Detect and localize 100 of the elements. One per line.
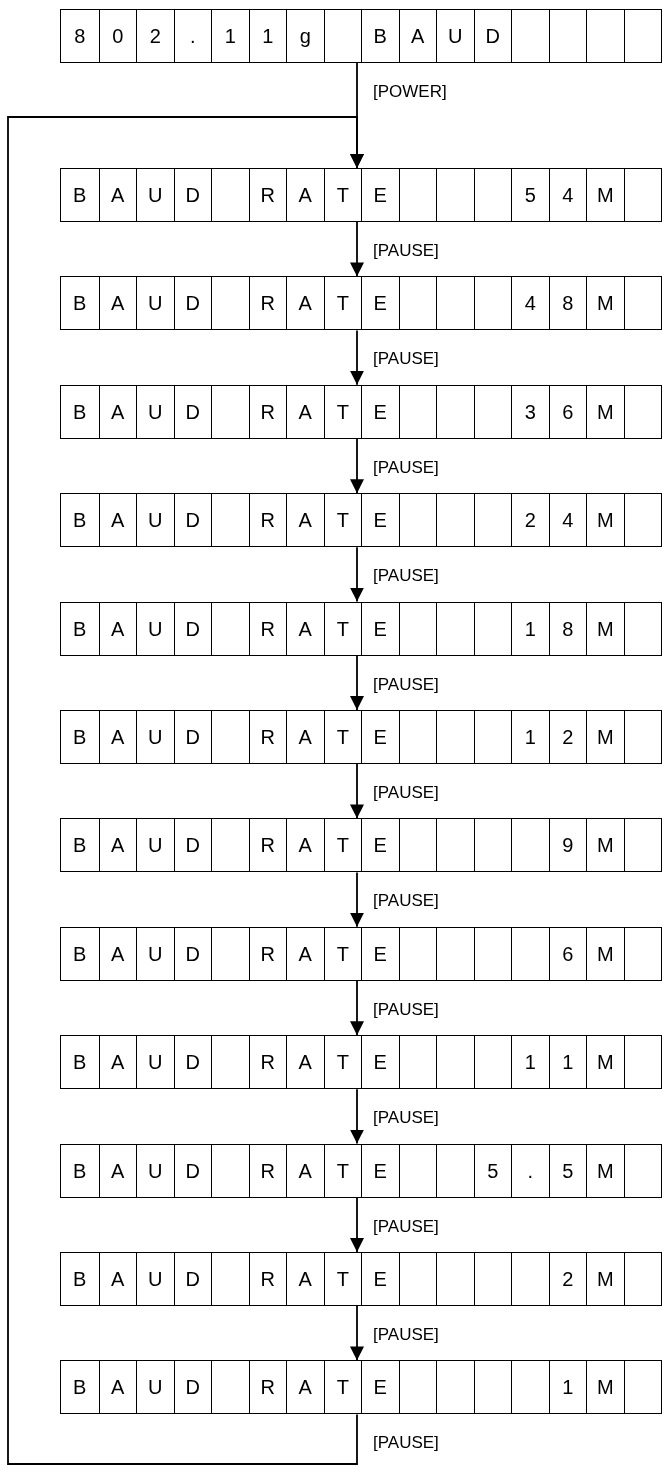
display-character: E: [361, 819, 399, 872]
display-character: R: [248, 602, 286, 655]
display-character: D: [173, 1361, 211, 1414]
display-character: T: [323, 927, 361, 980]
display-character: U: [136, 277, 174, 330]
arrow: [350, 1088, 364, 1145]
display-character: B: [72, 725, 88, 750]
display-character: U: [136, 819, 174, 872]
arrow: [350, 979, 364, 1037]
display-character: T: [323, 277, 361, 330]
arrow: [350, 871, 364, 928]
display-character: B: [72, 1375, 88, 1401]
edge-label: [PAUSE]: [371, 783, 441, 801]
edge-label: [PAUSE]: [371, 1108, 441, 1126]
display-character: D: [173, 385, 211, 438]
display-character: 8: [548, 602, 586, 655]
lcd-display: [60, 493, 662, 548]
display-character: E: [361, 1253, 399, 1305]
edge-label: [PAUSE]: [371, 1325, 441, 1343]
display-character: 5: [548, 1144, 586, 1197]
display-character: A: [286, 169, 324, 221]
display-character: U: [136, 494, 174, 547]
edge-label: [PAUSE]: [371, 1433, 441, 1451]
arrow: [350, 329, 364, 386]
display-character: A: [98, 1253, 136, 1305]
display-character: R: [248, 927, 286, 980]
display-character: R: [248, 169, 286, 221]
lcd-display: [60, 1143, 662, 1198]
display-character: M: [586, 711, 624, 763]
display-character: R: [248, 1361, 286, 1414]
display-character: T: [323, 169, 361, 221]
display-character: B: [72, 508, 88, 534]
lcd-display: [60, 601, 662, 656]
display-character: B: [72, 183, 88, 208]
display-character: 8: [548, 277, 586, 330]
lcd-display: [60, 926, 662, 981]
display-character: 1: [248, 10, 286, 62]
display-character: A: [98, 1036, 136, 1089]
display-character: .: [511, 1144, 549, 1197]
display-character: E: [361, 277, 399, 330]
display-character: R: [248, 494, 286, 547]
display-character: A: [286, 819, 324, 872]
display-character: 4: [548, 494, 586, 547]
display-character: U: [136, 1036, 174, 1089]
arrow: [350, 763, 364, 820]
display-character: U: [136, 711, 174, 763]
display-character: 6: [548, 927, 586, 980]
display-character: B: [72, 941, 88, 967]
display-character: A: [98, 494, 136, 547]
display-character: A: [98, 819, 136, 872]
arrow: [350, 654, 364, 711]
display-character: E: [361, 602, 399, 655]
display-character: M: [586, 1144, 624, 1197]
display-character: B: [72, 616, 88, 642]
arrow: [7, 116, 364, 1465]
display-character: A: [98, 927, 136, 980]
display-character: R: [248, 711, 286, 763]
display-character: 4: [511, 277, 549, 330]
display-character: U: [136, 602, 174, 655]
display-character: E: [361, 927, 399, 980]
display-character: U: [136, 1361, 174, 1414]
display-character: U: [136, 385, 174, 438]
display-character: 5: [473, 1144, 511, 1197]
lcd-display: [60, 276, 662, 331]
display-character: T: [323, 494, 361, 547]
display-character: 4: [548, 169, 586, 221]
display-character: M: [586, 277, 624, 330]
display-character: A: [286, 1253, 324, 1305]
edge-label: [PAUSE]: [371, 241, 441, 259]
edge-label: [PAUSE]: [371, 566, 441, 584]
arrow: [350, 437, 364, 495]
display-character: 6: [548, 385, 586, 438]
arrow: [350, 1196, 364, 1253]
display-character: D: [173, 711, 211, 763]
display-character: M: [586, 1253, 624, 1305]
lcd-display: [60, 710, 662, 764]
lcd-display: [60, 1252, 662, 1306]
display-character: 1: [511, 1036, 549, 1089]
display-character: B: [72, 833, 88, 859]
lcd-display: [60, 9, 662, 63]
display-character: E: [361, 1036, 399, 1089]
display-character: M: [586, 819, 624, 872]
display-character: D: [173, 494, 211, 547]
display-character: 9: [548, 819, 586, 872]
display-character: .: [173, 10, 211, 62]
display-character: E: [361, 494, 399, 547]
display-character: U: [136, 169, 174, 221]
display-character: A: [98, 1144, 136, 1197]
display-character: 0: [98, 10, 136, 62]
display-character: D: [173, 819, 211, 872]
display-character: A: [286, 494, 324, 547]
display-character: E: [361, 1144, 399, 1197]
display-character: g: [286, 10, 324, 62]
display-character: D: [473, 10, 511, 62]
lcd-display: [60, 384, 662, 439]
edge-label: [PAUSE]: [371, 891, 441, 909]
display-character: 1: [548, 1361, 586, 1414]
display-character: M: [586, 494, 624, 547]
display-character: A: [286, 385, 324, 438]
display-character: E: [361, 1361, 399, 1414]
